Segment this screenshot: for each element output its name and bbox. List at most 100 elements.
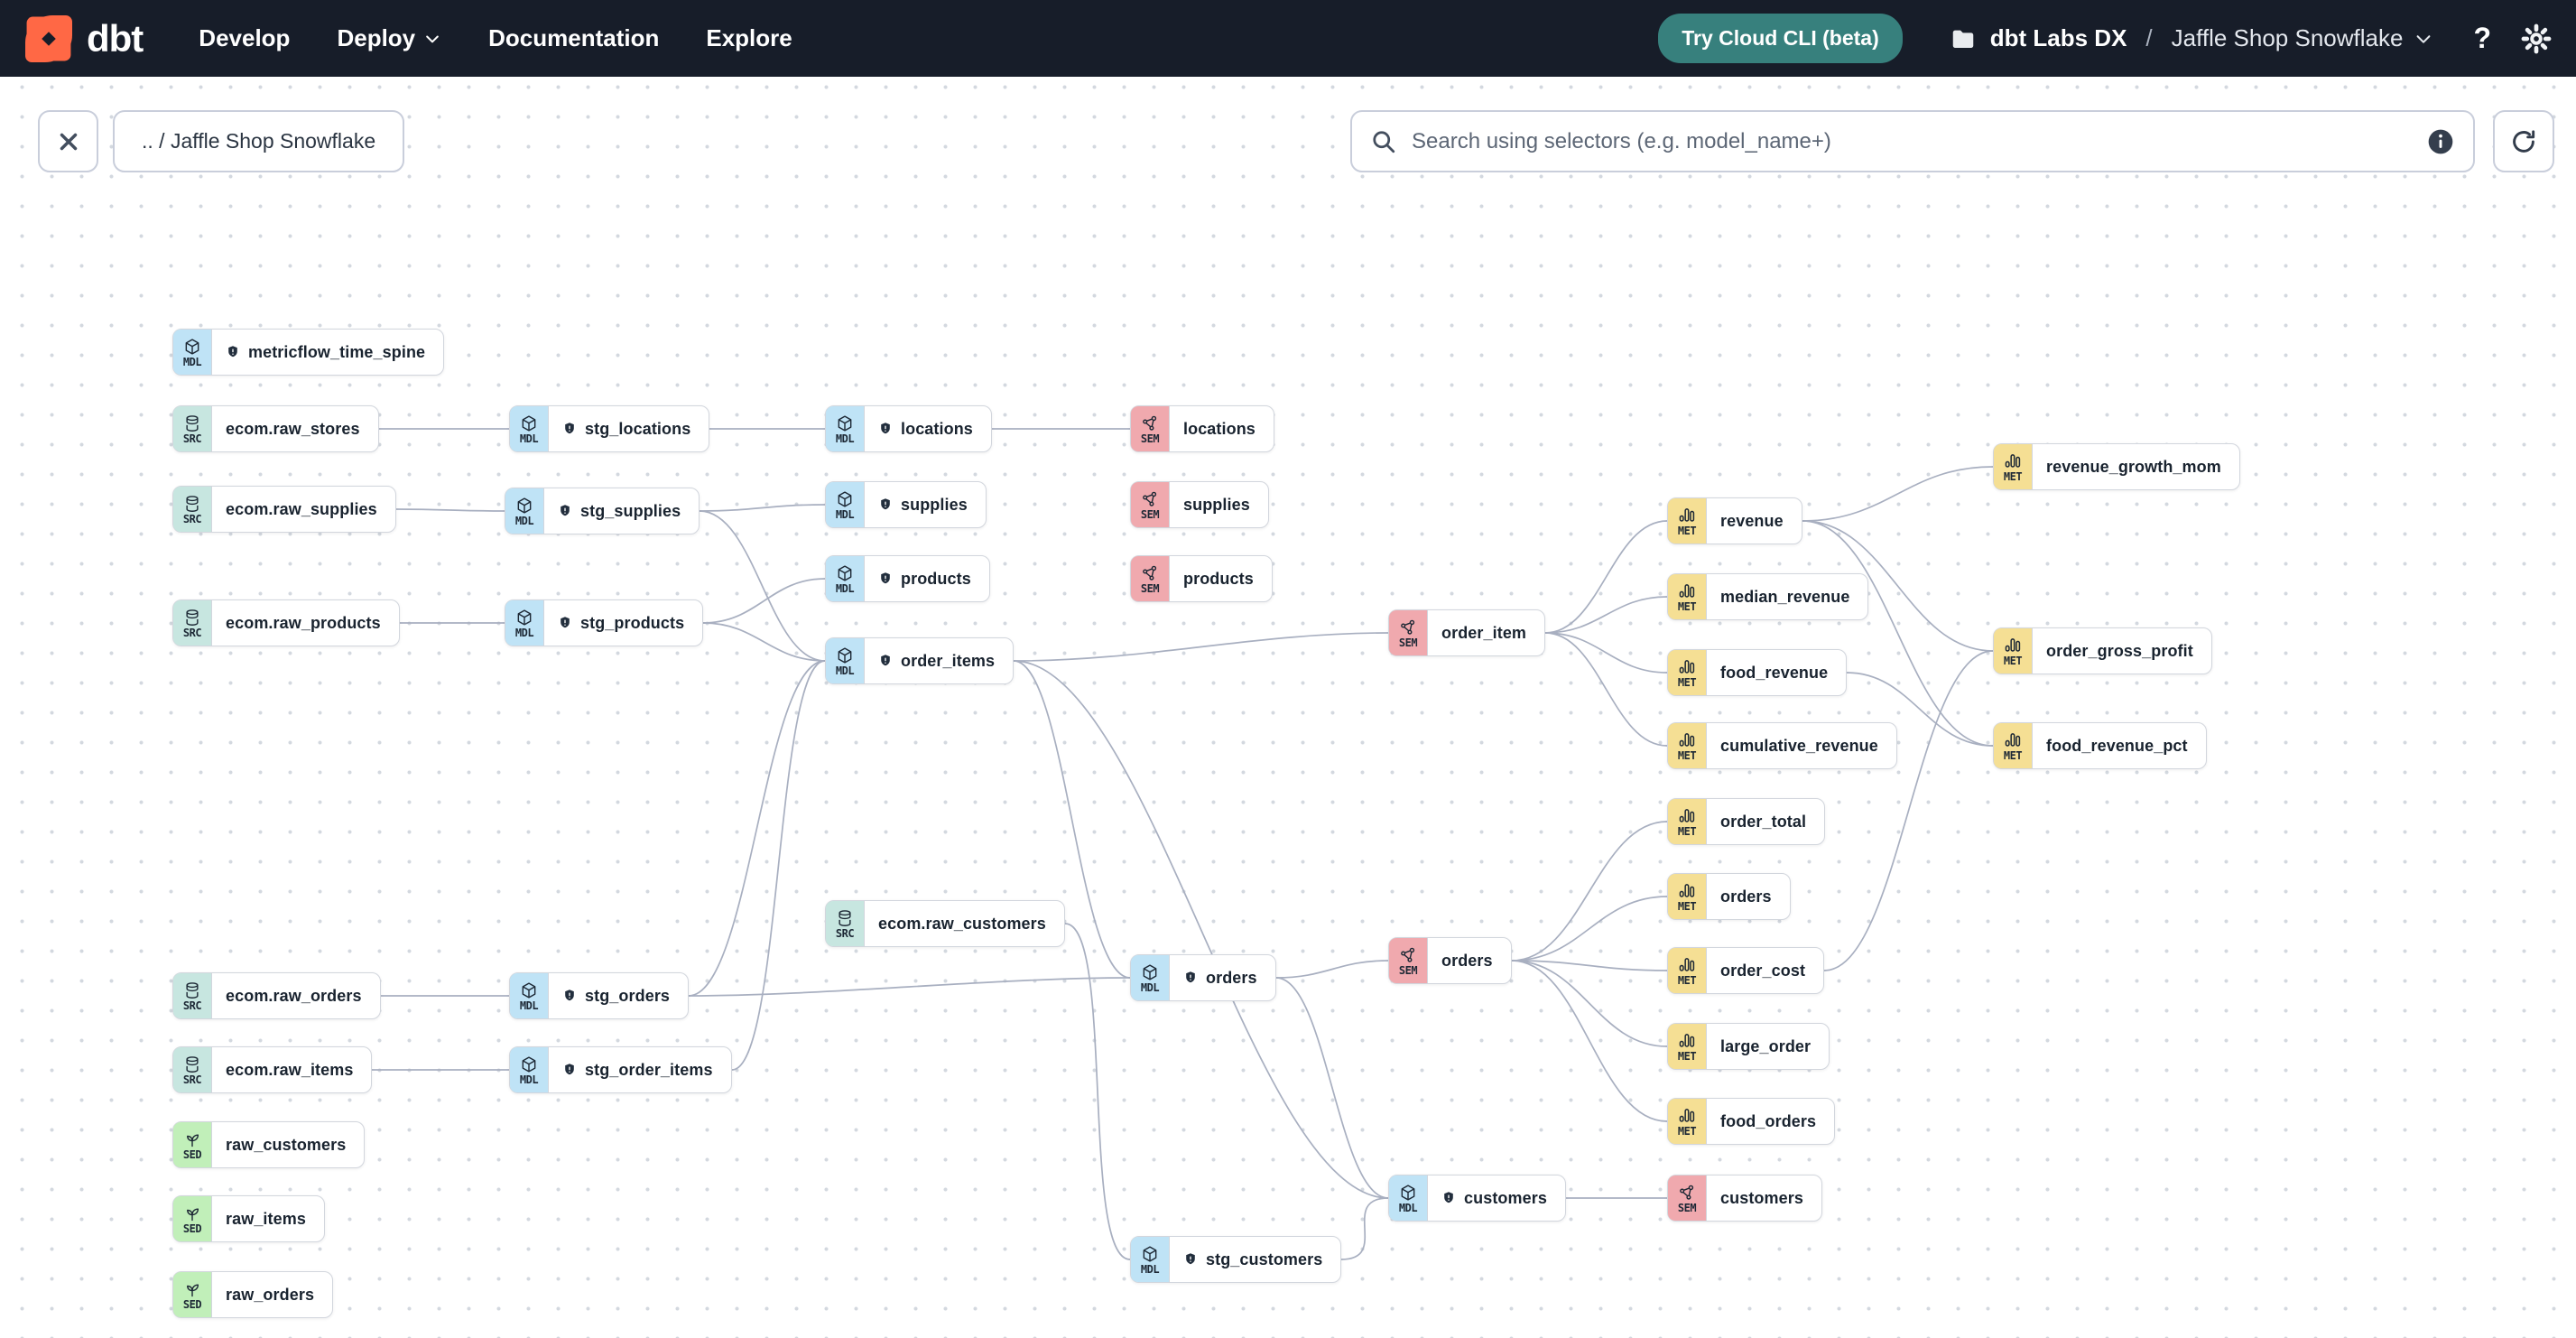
- dbt-logo-icon: [23, 14, 74, 64]
- close-lineage-button[interactable]: [38, 110, 98, 172]
- share-nodes-icon: SEM: [1389, 610, 1428, 655]
- node-label: ecom.raw_items: [226, 1060, 354, 1079]
- settings-button[interactable]: [2520, 23, 2553, 55]
- dbt-logo[interactable]: dbt: [23, 14, 144, 64]
- cube-icon: MDL: [1131, 1237, 1170, 1282]
- node-label: orders: [1441, 951, 1493, 970]
- nav-item-documentation[interactable]: Documentation: [488, 24, 660, 51]
- database-icon: SRC: [173, 1047, 212, 1092]
- node-label: stg_orders: [585, 986, 671, 1005]
- bar-chart-icon: MET: [1668, 498, 1707, 544]
- account-switcher[interactable]: dbt Labs DX / Jaffle Shop Snowflake: [1950, 24, 2434, 52]
- info-icon[interactable]: [2426, 127, 2455, 156]
- nav-item-develop[interactable]: Develop: [199, 24, 291, 51]
- edge-stg_products-to-order_items: [702, 622, 826, 662]
- project-selector[interactable]: Jaffle Shop Snowflake: [2172, 24, 2434, 52]
- edge-revenue-to-food_revenue_pct: [1802, 520, 1994, 747]
- lineage-node-stg_order_items[interactable]: MDL stg_order_items: [509, 1046, 732, 1093]
- cube-icon: MDL: [826, 556, 865, 601]
- node-label: ecom.raw_products: [226, 613, 381, 632]
- node-label: food_orders: [1720, 1111, 1817, 1130]
- node-label: locations: [1183, 419, 1256, 438]
- cube-icon: MDL: [510, 1047, 549, 1092]
- lineage-node-order_item_sem[interactable]: SEM order_item: [1388, 609, 1546, 656]
- nav-item-explore[interactable]: Explore: [706, 24, 792, 51]
- refresh-button[interactable]: [2493, 110, 2554, 172]
- edge-raw_customers_src-to-stg_customers: [1064, 923, 1131, 1260]
- shield-icon: [878, 422, 893, 436]
- edge-orders_sem-to-food_orders: [1511, 960, 1668, 1122]
- shield-icon: [1441, 1191, 1456, 1205]
- shield-icon: [1183, 971, 1198, 985]
- share-nodes-icon: SEM: [1131, 482, 1170, 527]
- node-label: cumulative_revenue: [1720, 736, 1878, 755]
- edge-stg_orders-to-orders_mdl: [688, 977, 1131, 997]
- node-label: supplies: [1183, 495, 1250, 514]
- bar-chart-icon: MET: [1668, 1024, 1707, 1069]
- edge-revenue-to-order_gross_profit: [1802, 520, 1994, 652]
- bar-chart-icon: MET: [1994, 444, 2033, 489]
- close-icon: [60, 133, 77, 150]
- try-cloud-cli-button[interactable]: Try Cloud CLI (beta): [1658, 14, 1903, 63]
- breadcrumb[interactable]: .. / Jaffle Shop Snowflake: [113, 110, 405, 172]
- lineage-node-supplies_sem[interactable]: SEM supplies: [1130, 481, 1269, 528]
- share-nodes-icon: SEM: [1389, 938, 1428, 983]
- node-label: order_items: [901, 651, 996, 670]
- nav-item-deploy[interactable]: Deploy: [337, 24, 441, 52]
- chevron-down-icon: [2417, 34, 2431, 43]
- edge-revenue-to-revenue_growth_mom: [1802, 466, 1994, 522]
- nav-menu: Develop Deploy Documentation Explore: [199, 24, 792, 52]
- node-label: metricflow_time_spine: [248, 342, 426, 361]
- edge-order_item_sem-to-cumulative_revenue: [1544, 632, 1668, 747]
- node-label: order_item: [1441, 623, 1527, 642]
- database-icon: SRC: [173, 600, 212, 646]
- lineage-node-orders_sem[interactable]: SEM orders: [1388, 937, 1512, 984]
- edge-order_item_sem-to-median_revenue: [1544, 596, 1668, 634]
- lineage-node-raw_products[interactable]: SRC ecom.raw_products: [172, 599, 400, 646]
- lineage-node-raw_items_src[interactable]: SRC ecom.raw_items: [172, 1046, 373, 1093]
- node-label: ecom.raw_customers: [878, 914, 1046, 933]
- help-icon[interactable]: ?: [2473, 22, 2491, 54]
- cube-icon: MDL: [1131, 955, 1170, 1000]
- cube-icon: MDL: [826, 406, 865, 451]
- search-input[interactable]: [1412, 128, 2426, 154]
- node-label: stg_order_items: [585, 1060, 713, 1079]
- node-label: raw_orders: [226, 1285, 315, 1304]
